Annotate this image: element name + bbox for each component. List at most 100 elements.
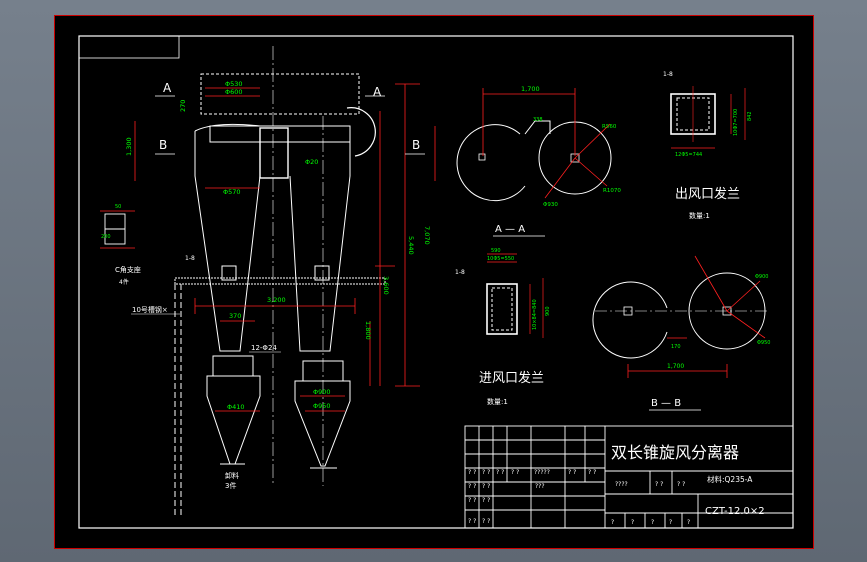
svg-text:?: ? xyxy=(669,519,672,526)
aa-left-circle xyxy=(456,124,526,202)
svg-text:? ?: ? ? xyxy=(482,483,490,490)
svg-text:? ?: ? ? xyxy=(511,469,519,476)
dim-3200: 3,200 xyxy=(267,296,286,304)
inlet-dim-900: 900 xyxy=(545,306,551,316)
inlet-dim-side: 10×84=840 xyxy=(532,299,538,330)
svg-text:? ?: ? ? xyxy=(468,518,476,525)
outlet-note: 1-8 xyxy=(663,71,673,78)
svg-text:? ?: ? ? xyxy=(482,518,490,525)
main-elevation xyxy=(174,46,386,516)
bottom-note-2: 3件 xyxy=(225,481,236,490)
view-aa-label: A — A xyxy=(495,224,525,235)
left-cone xyxy=(194,131,261,352)
dim-7070: 7,070 xyxy=(423,226,431,245)
dim-3600: 3,600 xyxy=(382,276,390,295)
section-a-left: A xyxy=(163,81,172,95)
svg-text:?: ? xyxy=(651,519,654,526)
outlet-dim-top: 12Φ5=744 xyxy=(675,152,702,158)
inner-border xyxy=(78,35,794,529)
support-dim-50: 50 xyxy=(115,204,121,210)
view-bb xyxy=(592,272,770,359)
section-markers xyxy=(155,95,425,155)
dim-1300: 1,300 xyxy=(125,137,133,156)
left-hopper xyxy=(206,375,261,465)
inlet-dim-top: 10Φ5=550 xyxy=(487,256,514,262)
svg-text:????: ???? xyxy=(615,481,628,488)
dim-w370: 370 xyxy=(229,312,241,320)
main-dimensions xyxy=(134,83,420,412)
drawing-number: CZT-12.0×2 xyxy=(705,506,765,517)
view-bb-label: B — B xyxy=(651,398,681,409)
title-block-cells: ? ? ? ? ? ? ? ? ????? ? ? ? ? ? ? ? ? ??… xyxy=(468,469,690,526)
bb-dimensions xyxy=(627,255,766,378)
inlet-qty: 数量:1 xyxy=(487,397,508,406)
outlet-pipe xyxy=(259,127,289,179)
side-note: 1-8 xyxy=(185,255,195,262)
title-block xyxy=(464,425,794,529)
drawing-sheet: A A B B 5,440 7,070 3,600 1,800 3,200 1,… xyxy=(54,15,814,549)
material-label: 材料:Q235-A xyxy=(707,474,753,484)
outlet-dim-842: 842 xyxy=(747,111,753,121)
right-lug xyxy=(314,265,330,281)
support-beam xyxy=(174,277,386,285)
dim-1800: 1,800 xyxy=(364,321,372,340)
svg-text:? ?: ? ? xyxy=(588,469,596,476)
dim-d900: Φ900 xyxy=(313,388,331,396)
svg-text:???: ??? xyxy=(535,483,545,490)
svg-text:? ?: ? ? xyxy=(468,469,476,476)
svg-text:? ?: ? ? xyxy=(655,481,663,488)
dim-d600: Φ600 xyxy=(225,88,243,96)
svg-text:? ?: ? ? xyxy=(568,469,576,476)
dim-270: 270 xyxy=(179,100,187,112)
svg-text:?: ? xyxy=(611,519,614,526)
support-count: 4件 xyxy=(119,278,129,286)
support-leg xyxy=(174,284,182,516)
section-b-right: B xyxy=(412,138,420,152)
aa-dim-1700: 1,700 xyxy=(521,85,540,93)
aa-dim-r560: R560 xyxy=(602,124,617,130)
channel-note: 10号槽钢× xyxy=(132,305,168,314)
outlet-qty: 数量:1 xyxy=(689,211,710,220)
view-aa xyxy=(456,120,612,202)
svg-text:? ?: ? ? xyxy=(482,469,490,476)
bb-dim-d900: Φ900 xyxy=(755,274,768,280)
dim-d20: Φ20 xyxy=(305,158,318,166)
outlet-dim-side: 10Φ7=700 xyxy=(733,109,739,136)
inlet-flange-view xyxy=(486,283,518,335)
inlet-flange-title: 进风口发兰 xyxy=(479,370,544,386)
inlet-dim-590: 590 xyxy=(491,248,501,254)
svg-text:? ?: ? ? xyxy=(468,483,476,490)
nozzle-note: 12-Φ24 xyxy=(251,344,277,352)
aa-dim-r1070: R1070 xyxy=(603,188,621,194)
right-cone xyxy=(289,131,351,352)
dim-d570: Φ570 xyxy=(223,188,241,196)
aa-dimensions xyxy=(434,88,611,199)
svg-text:? ?: ? ? xyxy=(468,497,476,504)
support-detail xyxy=(100,210,135,249)
section-b-left: B xyxy=(159,138,167,152)
svg-text:?????: ????? xyxy=(534,469,550,476)
bb-dim-170: 170 xyxy=(671,344,681,350)
outlet-flange-title: 出风口发兰 xyxy=(675,186,740,202)
dim-5440: 5,440 xyxy=(407,236,415,255)
left-lower-flange xyxy=(212,355,254,377)
bb-dim-d950: Φ950 xyxy=(757,340,770,346)
cad-drawing: A A B B 5,440 7,070 3,600 1,800 3,200 1,… xyxy=(78,35,794,529)
aa-dim-338: 338 xyxy=(533,117,543,123)
bb-dim-1700: 1,700 xyxy=(667,363,684,370)
dim-d950: Φ950 xyxy=(313,402,331,410)
corner-box xyxy=(78,35,180,59)
outlet-duct xyxy=(200,73,360,115)
dim-d410: Φ410 xyxy=(227,403,245,411)
svg-text:? ?: ? ? xyxy=(677,481,685,488)
dim-d530: Φ530 xyxy=(225,80,243,88)
svg-text:? ?: ? ? xyxy=(496,469,504,476)
aa-dim-d930: Φ930 xyxy=(543,202,558,208)
left-lug xyxy=(221,265,237,281)
svg-text:?: ? xyxy=(687,519,690,526)
drawing-title: 双长锥旋风分离器 xyxy=(611,443,739,462)
right-hopper xyxy=(294,380,351,467)
svg-text:?: ? xyxy=(631,519,634,526)
support-label: C角支座 xyxy=(115,265,141,274)
